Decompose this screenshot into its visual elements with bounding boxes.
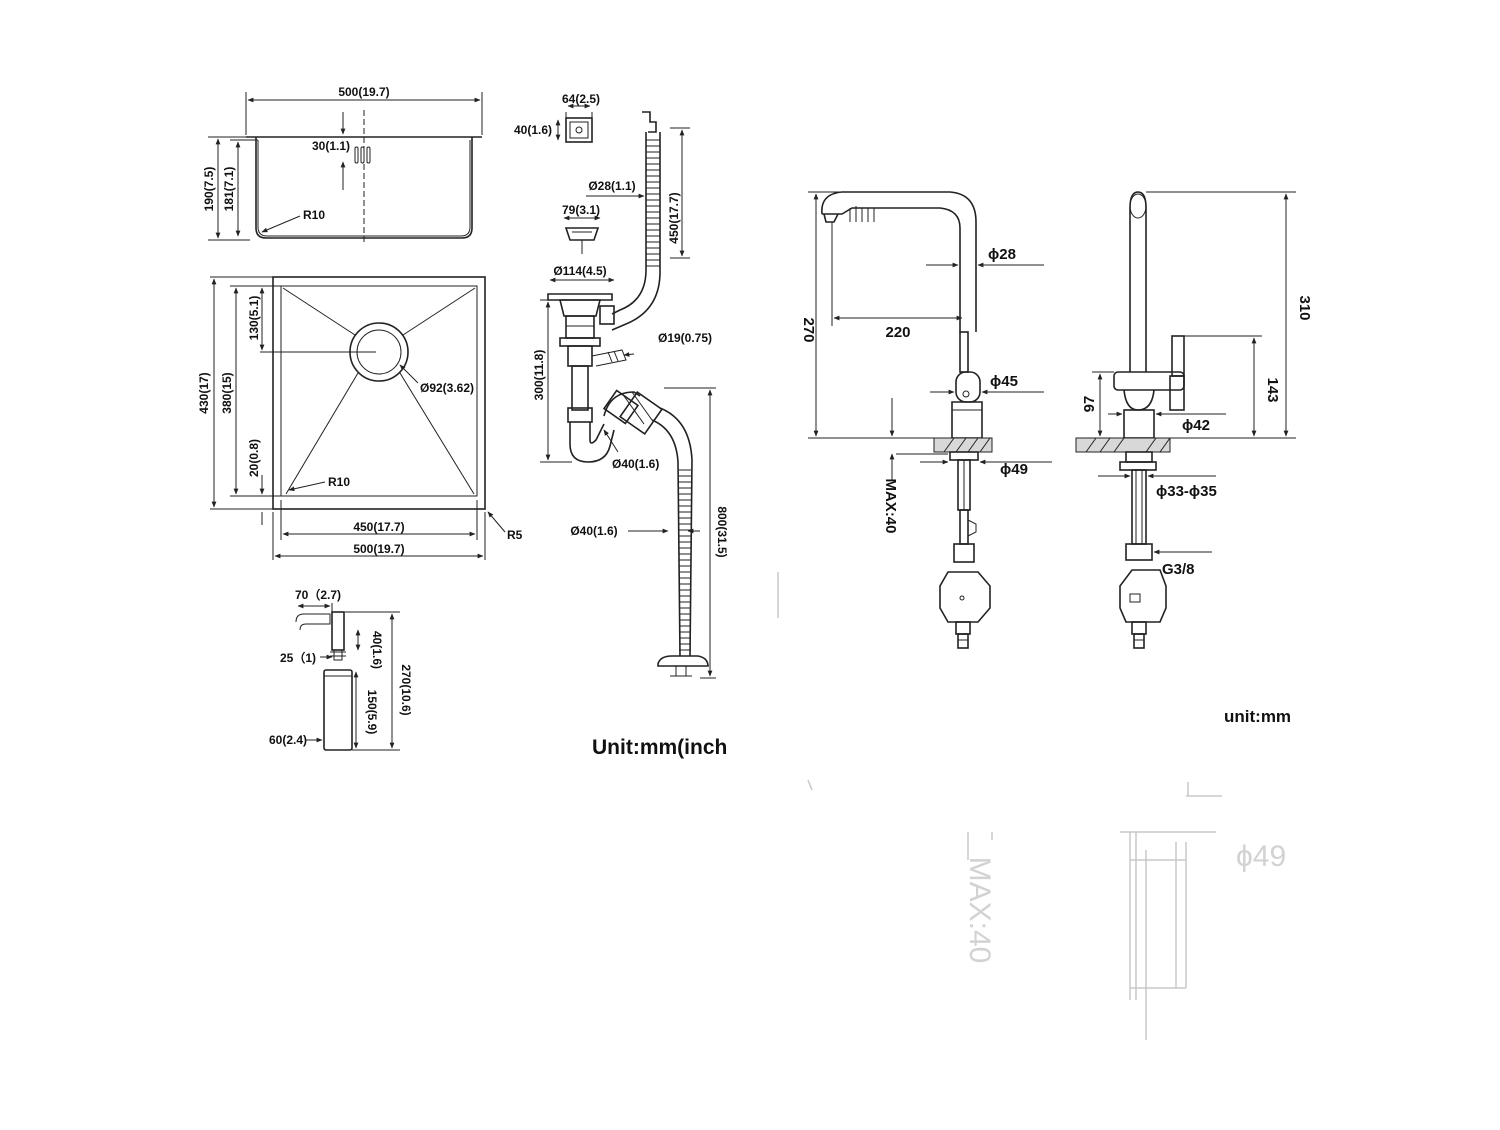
dispenser-bottle-diameter-label: 60(2.4) xyxy=(269,733,307,747)
overflow-cover xyxy=(565,117,593,143)
faucet-reach-label: 220 xyxy=(885,324,910,341)
rim-label: 20(0.8) xyxy=(247,439,261,477)
soap-dispenser: 70（2.7) 25（1) 40(1.6) 270(10.6) 150(5.9)… xyxy=(269,587,413,751)
sink-side-width-label: 500(19.7) xyxy=(338,85,389,99)
drain-hose-diameter-label: Ø40(1.6) xyxy=(570,524,617,538)
faucet-height-label: 270 xyxy=(800,317,817,342)
side-port-label: Ø19(0.75) xyxy=(658,331,712,345)
sink-side-radius-label: R10 xyxy=(303,208,325,222)
overflow-hose-length-label: 450(17.7) xyxy=(667,192,681,243)
faucet-base-label: ϕ49 xyxy=(1000,461,1028,478)
faucet-pipe-label: ϕ28 xyxy=(988,246,1016,263)
faucet-front-view: 270 220 ϕ28 ϕ45 MAX:40 ϕ49 xyxy=(800,191,1052,649)
sink-side-hole-offset-label: 30(1.1) xyxy=(312,139,350,153)
inner-depth-label: 380(15) xyxy=(220,372,234,413)
lever-height-label: 143 xyxy=(1264,377,1281,402)
side-height-label: 310 xyxy=(1296,295,1313,320)
overflow-hose-ribs xyxy=(646,139,660,267)
drain-hose-ribs xyxy=(679,469,691,651)
dispenser-bottle-label: 150(5.9) xyxy=(365,690,379,735)
outer-depth-label: 430(17) xyxy=(197,372,211,413)
strainer-flange-label: Ø114(4.5) xyxy=(553,264,606,278)
overflow-hose-diameter-label: Ø28(1.1) xyxy=(588,179,635,193)
trap-elbow xyxy=(602,389,664,436)
edge-radius-label: R5 xyxy=(507,528,523,542)
max-deck-label: MAX:40 xyxy=(882,478,899,533)
overflow-height-label: 40(1.6) xyxy=(514,123,552,137)
drain-offset-label: 130(5.1) xyxy=(247,296,261,341)
body-height-label: 97 xyxy=(1081,396,1098,413)
trap-diameter-label: Ø40(1.6) xyxy=(612,457,659,471)
sink-side-view: 500(19.7) 30(1.1) 190(7.5) 181(7.1) R10 xyxy=(202,85,483,245)
ghost-max-deck: MAX:40 xyxy=(963,857,996,964)
corner-radius-label: R10 xyxy=(328,475,350,489)
side-base-label: ϕ42 xyxy=(1182,417,1210,434)
inner-width-label: 450(17.7) xyxy=(353,520,404,534)
outer-width-label: 500(19.7) xyxy=(353,542,404,556)
ghost-base: ϕ49 xyxy=(1236,840,1286,873)
ghost-reflection: MAX:40 ϕ49 xyxy=(777,572,1286,1040)
overflow-slots xyxy=(354,146,371,164)
sink-side-inner-height-label: 181(7.1) xyxy=(222,167,236,212)
trap-height-label: 300(11.8) xyxy=(532,350,546,401)
faucet-body-label: ϕ45 xyxy=(990,373,1018,390)
overflow-width-label: 64(2.5) xyxy=(562,92,600,106)
thread-label: G3/8 xyxy=(1162,561,1195,578)
shank-label: ϕ33-ϕ35 xyxy=(1156,483,1217,500)
sink-side-outer-height-label: 190(7.5) xyxy=(202,167,216,212)
dispenser-spout-label: 70（2.7) xyxy=(295,587,341,602)
dispenser-total-label: 270(10.6) xyxy=(399,664,413,715)
unit-label-left: Unit:mm(inch xyxy=(592,736,727,759)
unit-label-right: unit:mm xyxy=(1224,707,1291,726)
drain-hose-length-label: 800(31.5) xyxy=(715,506,729,557)
sink-top-view: 130(5.1) 430(17) 380(15) 20(0.8) Ø92(3.6… xyxy=(197,276,523,560)
drain-diameter-label: Ø92(3.62) xyxy=(420,381,474,395)
dispenser-head-label: 40(1.6) xyxy=(370,631,384,669)
drain-assembly: 64(2.5) 40(1.6) 450(17.7) Ø28(1.1) 79(3.… xyxy=(514,92,729,679)
dispenser-neck-label: 25（1) xyxy=(280,650,316,665)
strainer-width-label: 79(3.1) xyxy=(562,203,600,217)
faucet-side-view: 310 143 97 ϕ42 ϕ33-ϕ35 G3/8 xyxy=(1075,191,1313,649)
